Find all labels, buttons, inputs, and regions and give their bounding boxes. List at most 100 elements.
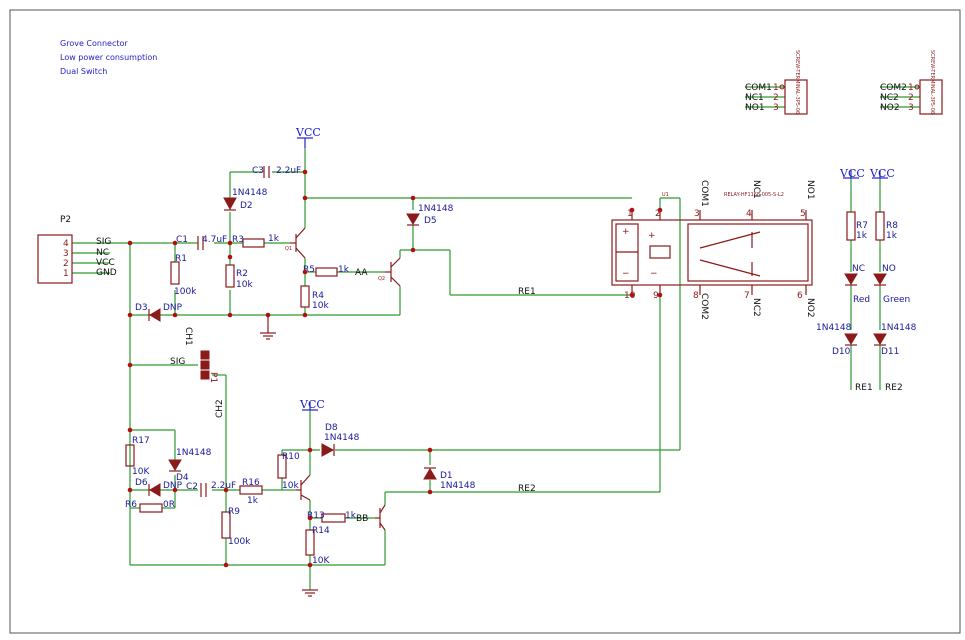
- c1-label: C1: [176, 235, 188, 245]
- net-ch1: CH1: [183, 327, 193, 346]
- led-re2: RE2: [885, 383, 903, 393]
- p2-pin1: 1: [63, 269, 69, 279]
- r16-value: 1k: [247, 496, 259, 506]
- vcc-symbol-top: VCC: [295, 126, 321, 148]
- d4-label: D4: [176, 473, 189, 483]
- r8-label: R8: [886, 221, 898, 231]
- r9-value: 100k: [228, 537, 251, 547]
- relay-no1: NO1: [805, 180, 815, 200]
- relay-pin2: 2: [655, 209, 661, 219]
- relay-pin9: 9: [653, 291, 659, 301]
- vcc-symbol-r8: VCC: [869, 167, 895, 180]
- diode-d11: [873, 333, 887, 345]
- svg-text:VCC: VCC: [839, 167, 865, 180]
- terminal2-pin3: 3: [908, 103, 914, 113]
- d3-value: DNP: [163, 303, 183, 313]
- note-grove: Grove Connector: [60, 39, 128, 48]
- r13-value: 1k: [345, 511, 357, 521]
- resistor-r17: [125, 444, 135, 467]
- r7-label: R7: [856, 221, 868, 231]
- svg-text:−: −: [622, 269, 630, 279]
- relay-u1: + − + −: [611, 210, 813, 295]
- sheet-border: [9, 9, 961, 634]
- resistor-r10: [277, 454, 287, 479]
- d11-value: 1N4148: [881, 323, 917, 333]
- connector-p2: [37, 234, 73, 284]
- transistor-q4: [375, 504, 386, 531]
- terminal2-com2: COM2: [880, 83, 907, 93]
- diode-d1: [423, 468, 437, 480]
- r8-value: 1k: [886, 231, 898, 241]
- d6-label: D6: [135, 478, 148, 488]
- r6-value: 0R: [163, 500, 175, 510]
- resistor-r4: [300, 285, 310, 308]
- svg-text:Q1: Q1: [285, 246, 292, 252]
- r9-label: R9: [228, 507, 240, 517]
- led-red: [844, 273, 858, 285]
- r17-label: R17: [132, 436, 150, 446]
- r4-label: R4: [312, 291, 324, 301]
- svg-text:VCC: VCC: [869, 167, 895, 180]
- net-aa: AA: [355, 268, 368, 278]
- note-dual-switch: Dual Switch: [60, 67, 107, 76]
- screw-terminal-2: [914, 79, 943, 115]
- diode-d8: [321, 443, 335, 457]
- net-ch2: CH2: [215, 399, 225, 418]
- terminal2-nc2: NC2: [880, 93, 899, 103]
- svg-text:VCC: VCC: [295, 126, 321, 139]
- svg-text:Q2: Q2: [378, 276, 385, 282]
- r3-value: 1k: [268, 234, 280, 244]
- resistor-r1: [170, 261, 180, 285]
- terminal2-pin2: 2: [908, 93, 914, 103]
- d10-label: D10: [832, 347, 851, 357]
- d2-value: 1N4148: [232, 188, 268, 198]
- d5-label: D5: [424, 216, 437, 226]
- relay-pin8: 8: [693, 291, 699, 301]
- led-green-label: Green: [883, 295, 910, 305]
- relay-pin4: 4: [746, 209, 752, 219]
- r1-value: 100k: [174, 287, 197, 297]
- relay-no2: NO2: [805, 298, 815, 318]
- resistor-r3: [242, 238, 265, 248]
- d3-label: D3: [135, 303, 148, 313]
- svg-text:VCC: VCC: [299, 398, 325, 411]
- d11-label: D11: [881, 347, 899, 357]
- r6-label: R6: [125, 500, 137, 510]
- d4-value: 1N4148: [176, 448, 212, 458]
- led-nc-label: NC: [852, 264, 865, 274]
- r2-label: R2: [236, 269, 248, 279]
- r13-label: R13: [307, 511, 325, 521]
- ground-symbol-top: [260, 315, 276, 340]
- relay-part-number: RELAY-HF115F-005-S-L2: [724, 192, 784, 198]
- relay-com1: COM1: [699, 180, 709, 207]
- transistor-q3: [296, 474, 311, 501]
- resistor-r5: [315, 267, 338, 277]
- r14-label: R14: [312, 526, 330, 536]
- c2-label: C2: [186, 482, 198, 492]
- note-low-power: Low power consumption: [60, 53, 157, 62]
- d8-label: D8: [325, 423, 338, 433]
- led-re1: RE1: [855, 383, 873, 393]
- relay-pin7: 7: [744, 291, 750, 301]
- r10-value: 10k: [282, 481, 299, 491]
- p2-sig: SIG: [96, 237, 111, 247]
- relay-pin1: 1: [627, 209, 633, 219]
- d1-label: D1: [440, 471, 453, 481]
- d5-value: 1N4148: [418, 204, 454, 214]
- terminal1-nc1: NC1: [745, 93, 764, 103]
- junctions: [127, 169, 663, 568]
- relay-u1-label: U1: [662, 192, 669, 198]
- c1-value: 4.7uF: [202, 235, 227, 245]
- terminal1-pin3: 3: [773, 103, 779, 113]
- transistor-q1: Q1: [285, 227, 306, 259]
- r16-label: R16: [242, 478, 260, 488]
- p2-vcc: VCC: [96, 258, 115, 268]
- resistor-r14: [305, 529, 315, 556]
- r5-label: R5: [303, 265, 315, 275]
- screw-terminal-1: [779, 79, 808, 115]
- svg-text:+: +: [622, 227, 630, 237]
- wires: [72, 86, 920, 590]
- d8-value: 1N4148: [324, 433, 360, 443]
- d10-value: 1N4148: [816, 323, 852, 333]
